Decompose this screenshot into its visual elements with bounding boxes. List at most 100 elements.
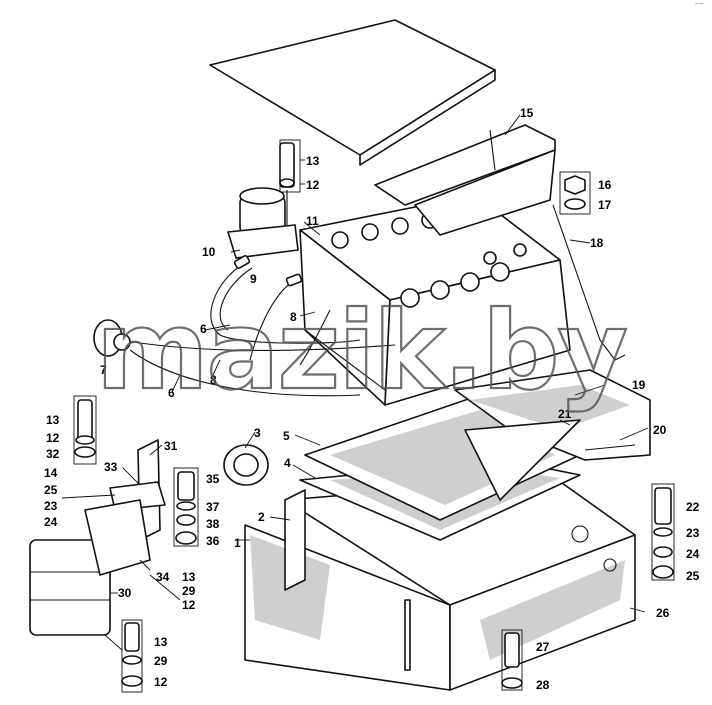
label-23-right: 23 (686, 526, 700, 540)
box-inner-wall (284, 489, 306, 591)
label-13-switch: 13 (306, 154, 320, 168)
rod-18-shaft (552, 204, 626, 361)
label-27: 27 (536, 640, 550, 654)
nut-16 (564, 175, 586, 195)
label-34: 34 (156, 570, 170, 584)
label-18: 18 (590, 236, 604, 250)
washer-29-lower (122, 655, 142, 665)
box-hole-left (571, 525, 589, 543)
label-24-left: 24 (44, 515, 58, 529)
label-6-upper: 6 (200, 322, 207, 336)
battery-cover-edge (359, 69, 496, 166)
bolt-13-lower (124, 622, 140, 652)
washer-12-switch (279, 178, 295, 188)
label-26: 26 (656, 606, 670, 620)
relay-30 (29, 499, 151, 636)
bar-15-bolt (489, 129, 496, 171)
label-13-lower: 13 (154, 635, 168, 649)
label-8-lower: 8 (210, 373, 217, 387)
label-16: 16 (598, 178, 612, 192)
box-hole-right (603, 558, 617, 572)
bar-15 (374, 124, 556, 206)
label-15: 15 (520, 106, 534, 120)
label-17: 17 (598, 198, 612, 212)
fastener-stack-bottom (501, 632, 523, 689)
battery-rib (304, 329, 386, 391)
leader-lines (61, 114, 675, 693)
label-12-bracket: 12 (46, 431, 60, 445)
fastener-stack-right (652, 487, 674, 579)
label-9: 9 (250, 272, 257, 286)
cable-8-mid (299, 309, 331, 366)
washer-12-lower (121, 675, 143, 687)
label-12-mid: 12 (182, 598, 196, 612)
label-24-right: 24 (686, 547, 700, 561)
fastener-stack-lower-left (121, 622, 143, 687)
cable-9 (210, 262, 361, 344)
cable-lug-8 (285, 273, 303, 287)
label-5: 5 (283, 429, 290, 443)
label-8-upper: 8 (290, 310, 297, 324)
label-32: 32 (46, 447, 60, 461)
label-2: 2 (258, 510, 265, 524)
label-23-left: 23 (44, 499, 58, 513)
battery-11 (299, 194, 571, 406)
bar-15-side (414, 149, 556, 236)
label-14: 14 (44, 466, 58, 480)
connector-face (113, 333, 131, 351)
nut-28 (501, 677, 523, 689)
switch-10 (227, 142, 299, 259)
washer-12-bracket (75, 435, 95, 445)
label-37: 37 (206, 500, 220, 514)
label-3: 3 (254, 426, 261, 440)
label-25-right: 25 (686, 569, 700, 583)
bolt-13-bracket (77, 399, 93, 441)
part-labels: 1 2 3 4 5 6 6 7 8 8 9 10 11 12 12 12 12 … (44, 106, 700, 692)
label-22: 22 (686, 500, 700, 514)
cable-6-upper (119, 339, 396, 351)
hold-down-bar-15 (374, 124, 556, 236)
label-13-mid: 13 (182, 570, 196, 584)
label-7: 7 (100, 363, 107, 377)
cables (119, 254, 396, 397)
label-13-bracket: 13 (46, 413, 60, 427)
label-30: 30 (118, 586, 132, 600)
label-6-lower: 6 (168, 386, 175, 400)
label-12-switch: 12 (306, 178, 320, 192)
label-28: 28 (536, 678, 550, 692)
label-10: 10 (202, 245, 216, 259)
label-36: 36 (206, 534, 220, 548)
battery-cover (209, 19, 496, 156)
label-19: 19 (632, 378, 646, 392)
fastener-stack-35 (175, 471, 197, 545)
label-11: 11 (306, 214, 319, 228)
label-38: 38 (206, 517, 220, 531)
label-29-lower: 29 (154, 654, 168, 668)
switch-cap (239, 187, 285, 205)
tray (454, 369, 651, 501)
label-12-lower: 12 (154, 675, 168, 689)
cable-6-lower (129, 349, 361, 397)
box-front-flange (404, 599, 411, 671)
label-35: 35 (206, 472, 220, 486)
tray-texture (470, 385, 630, 430)
bolt-35 (177, 471, 195, 501)
watermark-text: mazik.by (96, 289, 626, 414)
label-20: 20 (653, 423, 667, 437)
label-1: 1 (234, 536, 241, 550)
label-21: 21 (558, 407, 572, 421)
label-29-mid: 29 (182, 584, 196, 598)
seal-ring-3 (223, 444, 269, 486)
tray-foot (464, 419, 581, 501)
connector-7 (93, 319, 131, 357)
tray-strip-20 (584, 444, 636, 451)
washer-17 (564, 198, 586, 210)
label-33: 33 (104, 460, 118, 474)
clamp-34 (84, 499, 151, 576)
rod-18 (552, 175, 626, 361)
nut-36 (175, 531, 197, 545)
cable-lug-9 (233, 254, 251, 270)
switch-base (227, 224, 299, 259)
washer-37 (176, 501, 196, 511)
